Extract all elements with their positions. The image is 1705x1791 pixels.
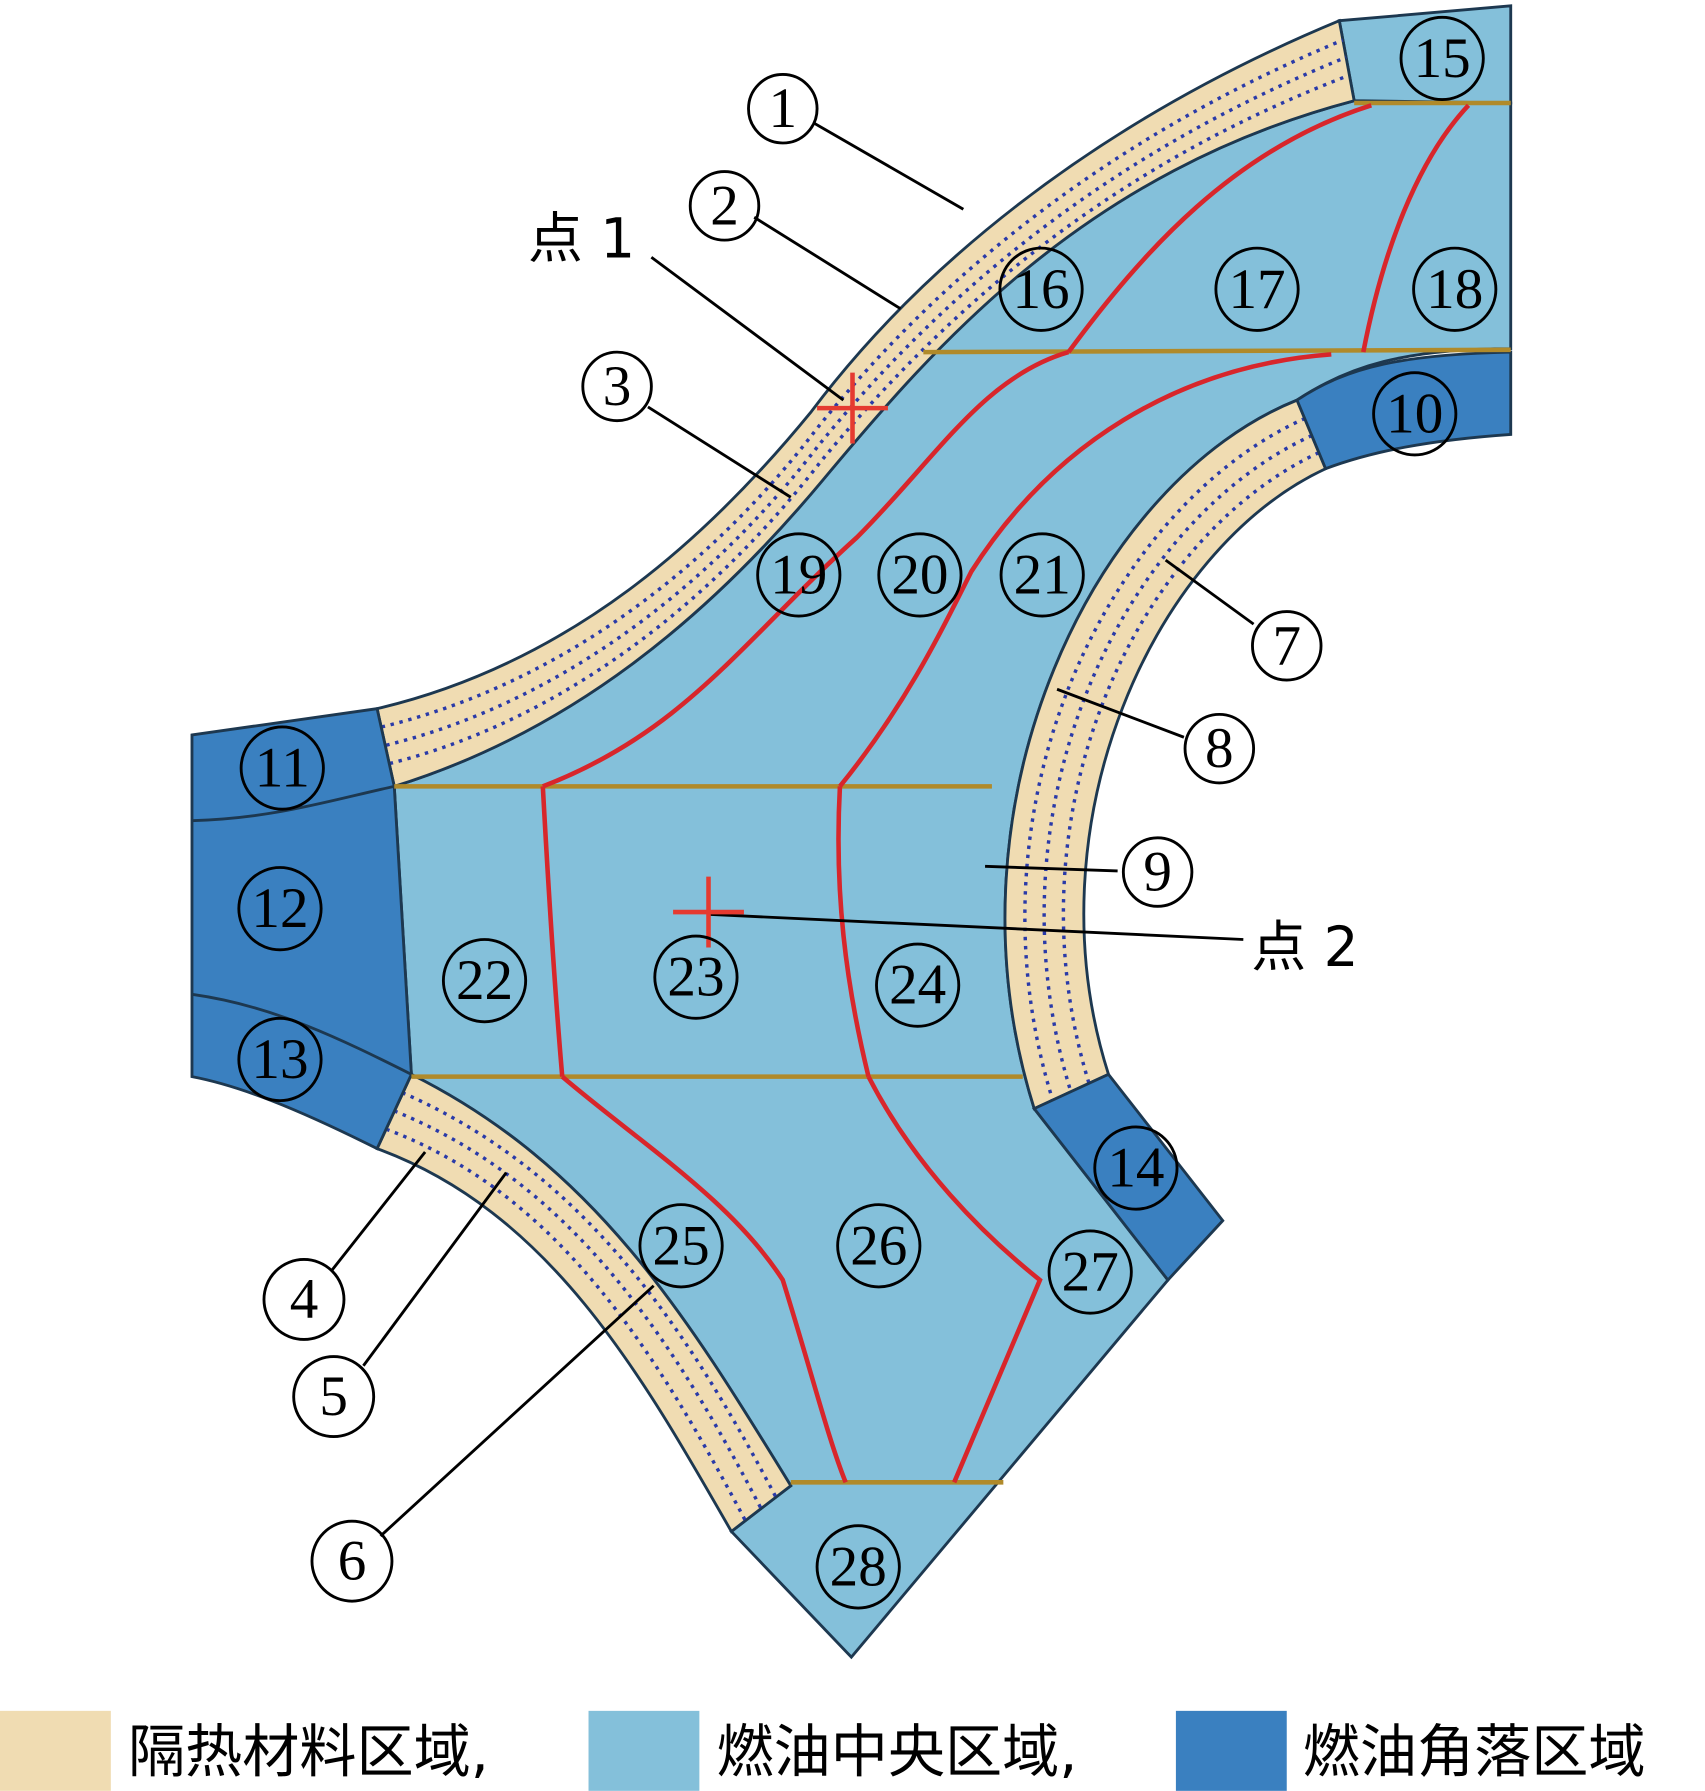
insulation-dotline	[385, 1127, 747, 1521]
partition-curve	[1066, 103, 1373, 354]
insulation-dotline	[385, 55, 1347, 747]
svg-text:23: 23	[667, 946, 724, 1009]
leader-line	[330, 1151, 427, 1272]
partition-curve	[541, 349, 1070, 789]
legend-swatch-fuel-center	[588, 1710, 700, 1791]
svg-text:2: 2	[710, 174, 739, 237]
legend-label: 燃油角落区域	[1303, 1719, 1646, 1785]
upper-insulation-band	[375, 18, 1356, 789]
region-label-5: 5	[292, 1355, 376, 1439]
region-label-20: 20	[877, 532, 963, 618]
svg-text:15: 15	[1414, 27, 1471, 90]
svg-text:12: 12	[251, 877, 308, 940]
region-label-9: 9	[1121, 836, 1194, 908]
region-label-16: 16	[998, 246, 1084, 332]
svg-text:21: 21	[1014, 543, 1071, 606]
region-label-3: 3	[581, 350, 653, 423]
region-label-13: 13	[237, 1016, 323, 1103]
legend-label: 隔热材料区域,	[128, 1719, 489, 1785]
region-label-4: 4	[262, 1258, 346, 1341]
partition-curve	[540, 786, 565, 1077]
svg-text:6: 6	[338, 1530, 367, 1593]
svg-text:22: 22	[456, 949, 513, 1012]
svg-text:13: 13	[251, 1028, 308, 1091]
partition-curve	[838, 352, 1332, 788]
legend-swatch-insulation	[0, 1710, 111, 1791]
region-label-17: 17	[1214, 246, 1300, 332]
partition-curve	[866, 1075, 1043, 1484]
leader-line	[985, 864, 1118, 873]
region-label-19: 19	[756, 532, 842, 618]
region-label-18: 18	[1412, 246, 1498, 332]
leader-line	[753, 216, 902, 310]
svg-text:16: 16	[1012, 258, 1069, 321]
region-label-14: 14	[1093, 1125, 1179, 1211]
region-label-22: 22	[441, 938, 528, 1024]
legend: 隔热材料区域, 燃油中央区域, 燃油角落区域	[0, 1710, 1646, 1791]
point-2-marker	[673, 876, 744, 948]
svg-text:14: 14	[1107, 1137, 1164, 1200]
leader-line	[650, 256, 845, 402]
leader-line	[647, 405, 792, 499]
svg-text:5: 5	[319, 1365, 348, 1428]
svg-text:18: 18	[1426, 258, 1483, 321]
corner-region-left	[190, 707, 413, 1151]
divider-12-13	[191, 992, 413, 1076]
region-label-26: 26	[836, 1203, 922, 1289]
svg-text:11: 11	[255, 737, 310, 800]
legend-swatch-fuel-corner	[1175, 1710, 1287, 1791]
region-label-8: 8	[1183, 712, 1256, 785]
region-label-2: 2	[688, 170, 761, 242]
leader-line	[379, 1284, 655, 1538]
region-label-28: 28	[815, 1524, 901, 1610]
svg-text:8: 8	[1205, 717, 1234, 780]
region-label-1: 1	[747, 72, 819, 145]
leader-line	[708, 912, 1244, 941]
leader-line	[1056, 687, 1185, 739]
svg-text:24: 24	[889, 954, 946, 1017]
legend-label: 燃油中央区域,	[717, 1719, 1078, 1785]
region-label-21: 21	[999, 532, 1085, 618]
svg-text:20: 20	[891, 543, 948, 606]
leader-line	[814, 122, 965, 211]
svg-text:9: 9	[1143, 841, 1172, 904]
insulation-dotline	[389, 73, 1350, 766]
svg-text:17: 17	[1228, 258, 1285, 321]
svg-text:28: 28	[830, 1535, 887, 1598]
insulation-dotline	[1023, 416, 1306, 1100]
svg-text:3: 3	[603, 355, 632, 418]
svg-text:19: 19	[770, 543, 827, 606]
region-label-6: 6	[310, 1519, 394, 1603]
point-2-label: 点 2	[1251, 915, 1358, 979]
leader-line	[1164, 558, 1255, 626]
divider-11-12	[191, 784, 395, 823]
partition-curve	[836, 786, 871, 1078]
lower-insulation-band	[375, 1072, 793, 1534]
svg-text:7: 7	[1272, 614, 1301, 677]
divider-line	[923, 347, 1511, 355]
partition-curve	[560, 1074, 848, 1484]
region-label-25: 25	[638, 1203, 724, 1289]
svg-text:10: 10	[1386, 382, 1443, 445]
svg-text:26: 26	[850, 1214, 907, 1277]
region-label-7: 7	[1251, 610, 1323, 682]
leader-line	[362, 1171, 508, 1367]
region-label-15: 15	[1399, 15, 1485, 101]
region-label-23: 23	[653, 934, 739, 1020]
region-label-11: 11	[239, 725, 325, 811]
svg-text:1: 1	[769, 77, 798, 140]
corner-region-14	[1031, 1072, 1225, 1283]
region-label-10: 10	[1372, 371, 1458, 457]
svg-text:27: 27	[1062, 1241, 1119, 1304]
point-1-label: 点 1	[528, 206, 635, 270]
region-label-12: 12	[237, 866, 323, 952]
partition-curve	[1361, 103, 1471, 353]
insulation-dotline	[1042, 433, 1313, 1092]
svg-text:25: 25	[653, 1214, 710, 1277]
region-label-27: 27	[1047, 1229, 1133, 1315]
point-1-marker	[817, 372, 888, 444]
region-label-24: 24	[875, 942, 961, 1028]
svg-text:4: 4	[290, 1268, 319, 1331]
